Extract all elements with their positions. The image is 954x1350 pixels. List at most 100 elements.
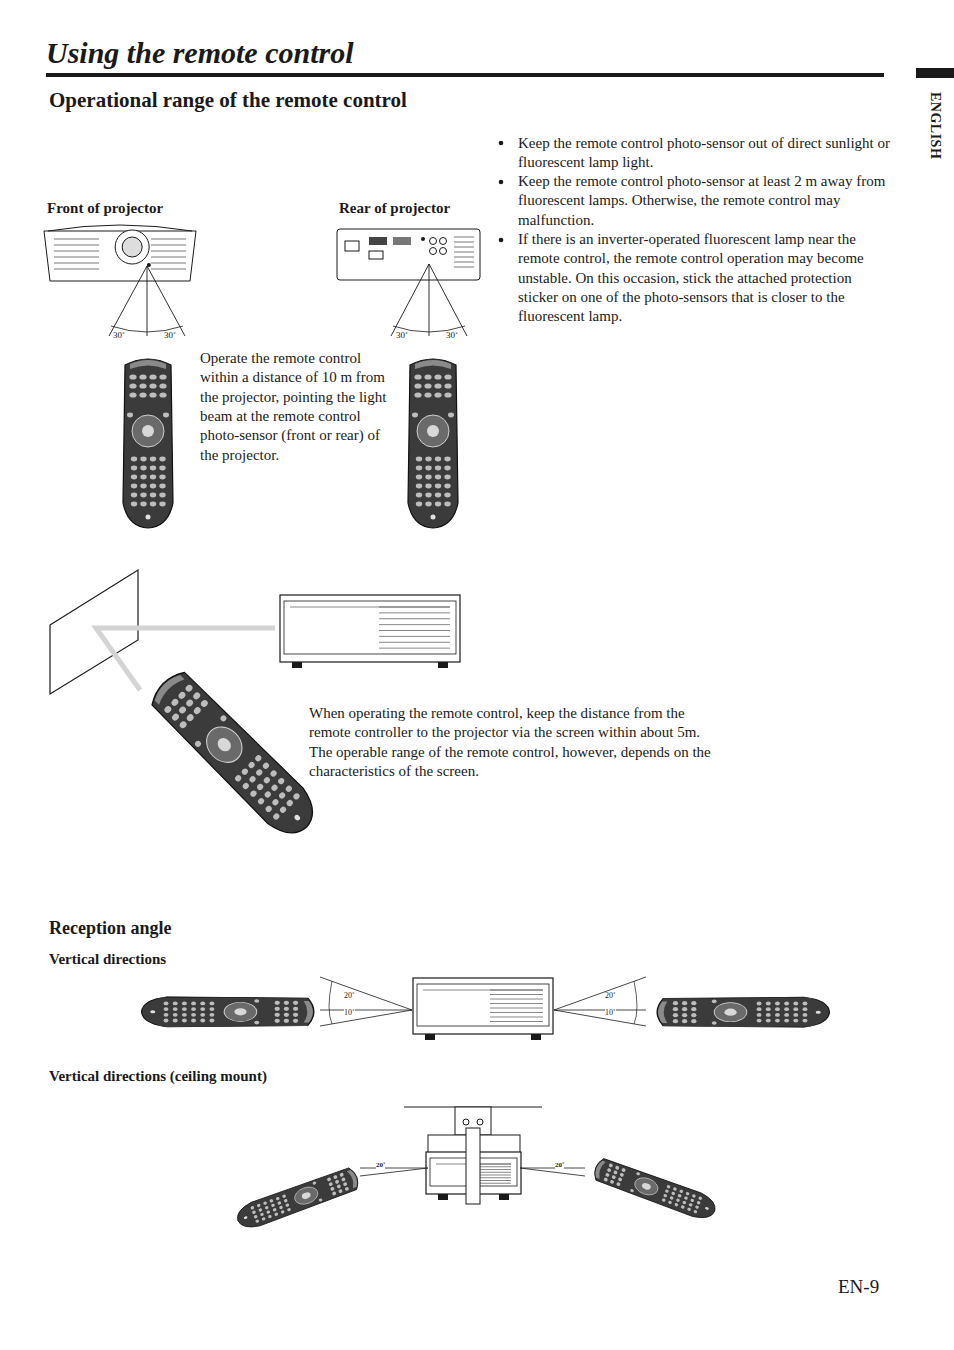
angle-label: 20˚ <box>376 1162 385 1169</box>
remote-button <box>253 1215 257 1219</box>
remote-button <box>191 1019 196 1023</box>
bullet-dot <box>499 180 504 185</box>
vent-slot <box>379 636 450 637</box>
projector-housing <box>337 229 480 280</box>
remote-button <box>275 1013 280 1017</box>
trim-line <box>290 607 450 608</box>
remote-button <box>425 493 431 498</box>
remote-button <box>666 1185 670 1189</box>
remote-button <box>619 1172 624 1177</box>
vent-slot <box>379 648 450 649</box>
vent-slot <box>478 1169 511 1170</box>
remote-dial-center <box>641 1182 652 1191</box>
vent-slot <box>454 242 474 243</box>
remote-button <box>263 776 272 785</box>
remote-button <box>775 1013 780 1017</box>
remote-button <box>159 374 166 379</box>
remote-button <box>159 484 165 489</box>
angle-label: 30˚ <box>446 331 458 340</box>
remote-button <box>448 413 454 418</box>
remote-button <box>784 1007 789 1011</box>
remote-button <box>766 1007 771 1011</box>
remote-button <box>803 1007 808 1011</box>
vent-slot <box>54 257 99 258</box>
remote-button <box>200 1007 205 1011</box>
remote-button <box>435 466 441 471</box>
remote-button <box>621 1168 626 1173</box>
cone-axis <box>147 266 148 336</box>
remote-button <box>327 1177 332 1182</box>
projector-side <box>280 595 460 668</box>
remote-dial <box>632 1175 660 1198</box>
remote-button <box>444 466 450 471</box>
angle-edge <box>320 1010 412 1026</box>
vent-slot <box>151 257 186 258</box>
remote-button <box>616 1182 621 1187</box>
remote-button <box>139 374 146 379</box>
remote-button <box>131 502 137 507</box>
remote-button <box>712 1021 717 1025</box>
remote-button <box>159 466 165 471</box>
remote-button <box>247 761 256 770</box>
remote-led <box>293 814 301 822</box>
remote-button <box>261 1217 265 1221</box>
remote-button <box>416 466 422 471</box>
remote-button <box>673 1019 678 1023</box>
remote-button <box>177 691 187 701</box>
remote-button <box>690 1198 694 1202</box>
remote-button <box>682 1007 687 1011</box>
angle-axis <box>320 1010 412 1011</box>
remote-dial-center <box>427 425 439 437</box>
remote-button <box>131 484 137 489</box>
remote-button <box>248 775 257 784</box>
remote-button <box>173 1001 178 1005</box>
remote-button <box>150 457 156 462</box>
page-title: Using the remote control <box>46 34 354 73</box>
remote-button <box>688 1203 692 1207</box>
remote-button <box>414 374 421 379</box>
cone-edge <box>391 264 429 336</box>
remote-button <box>425 484 431 489</box>
vent-slot <box>490 1008 543 1009</box>
remote-ir-window <box>304 1001 313 1023</box>
remote-button <box>293 1013 298 1017</box>
remote-button <box>129 374 136 379</box>
remote-button <box>333 1175 338 1180</box>
cone-edge <box>429 264 467 336</box>
remote-button <box>425 502 431 507</box>
cone-edge <box>109 266 147 336</box>
vent-slot <box>490 1003 543 1004</box>
remote-button <box>330 1186 335 1191</box>
remote-body <box>146 666 325 845</box>
remote-button <box>191 1007 196 1011</box>
remote-button <box>712 1000 717 1004</box>
remote-button <box>682 1019 687 1023</box>
remote-button <box>416 502 422 507</box>
remote-button <box>275 1007 280 1011</box>
remote-button <box>444 383 451 388</box>
remote-button <box>149 383 156 388</box>
housing-panel <box>417 984 549 1026</box>
remote-button <box>182 1019 187 1023</box>
remote-button <box>685 1192 689 1196</box>
remote-button <box>283 1199 287 1203</box>
remote-button <box>163 413 169 418</box>
remote-button <box>277 1201 281 1205</box>
sub-heading: Vertical directions <box>49 950 166 969</box>
remote-button <box>254 999 259 1003</box>
remote-button <box>191 1013 196 1017</box>
vent-slot <box>454 237 474 238</box>
bracket-bolt <box>477 1119 483 1125</box>
rca-jack <box>440 248 447 255</box>
remote-control <box>408 359 458 528</box>
remote-ir-window <box>130 360 166 369</box>
vent-slot <box>151 251 186 252</box>
foot <box>425 1034 435 1040</box>
remote-button <box>414 383 421 388</box>
remote-button <box>434 392 441 397</box>
bullet-text: Keep the remote control photo-sensor out… <box>518 134 893 173</box>
remote-button <box>673 1007 678 1011</box>
remote-button <box>163 705 173 715</box>
projector-housing <box>280 595 460 662</box>
remote-button <box>435 502 441 507</box>
